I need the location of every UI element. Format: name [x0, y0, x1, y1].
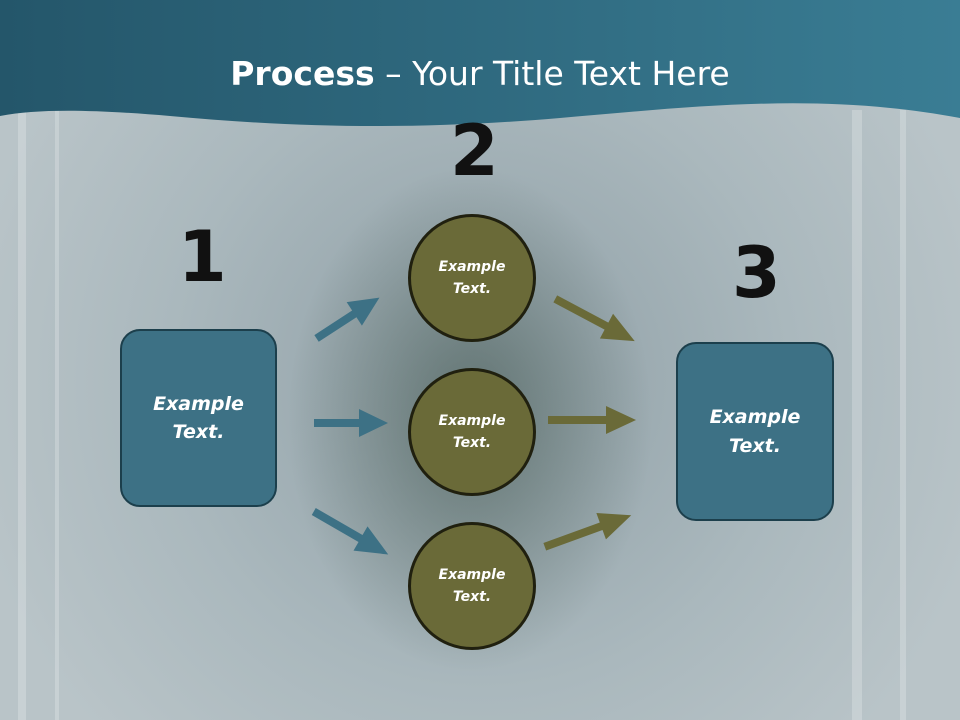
slide-title: Process – Your Title Text Here — [0, 54, 960, 93]
step-3-text-line: Example — [709, 406, 801, 428]
step-number-2: 2 — [450, 110, 499, 192]
title-rest-text: – Your Title Text Here — [374, 54, 730, 93]
background-streak — [900, 110, 906, 720]
circle-text-line: Text. — [452, 589, 492, 605]
title-banner — [0, 0, 960, 127]
background-streak — [852, 110, 862, 720]
title-bold-text: Process — [230, 54, 375, 93]
arrow-right-down-icon — [311, 508, 389, 555]
circle-text-line: Example — [438, 566, 506, 583]
background-streak — [55, 110, 59, 720]
arrow-right-up-icon — [543, 513, 632, 551]
step-number-3: 3 — [732, 232, 781, 314]
background-streak — [18, 110, 26, 720]
step-1-box[interactable]: Example Text. — [120, 329, 277, 507]
circle-text-line: Example — [438, 258, 506, 275]
step-number-1: 1 — [178, 216, 227, 298]
arrow-right-icon — [314, 409, 388, 437]
circle-text-line: Example — [438, 412, 506, 429]
step-3-box[interactable]: Example Text. — [676, 342, 834, 521]
arrow-right-icon — [548, 406, 636, 434]
circle-text-line: Text. — [452, 435, 492, 451]
step-1-text-line: Example — [153, 392, 244, 415]
arrow-right-up-icon — [314, 297, 380, 342]
circle-text-line: Text. — [452, 281, 492, 297]
step-2-circle-middle[interactable]: Example Text. — [408, 368, 536, 496]
step-2-circle-bottom[interactable]: Example Text. — [408, 522, 536, 650]
step-3-text-line: Text. — [729, 434, 781, 457]
step-1-text-line: Text. — [172, 421, 225, 443]
step-2-circle-top[interactable]: Example Text. — [408, 214, 536, 342]
arrow-right-down-icon — [553, 295, 635, 342]
